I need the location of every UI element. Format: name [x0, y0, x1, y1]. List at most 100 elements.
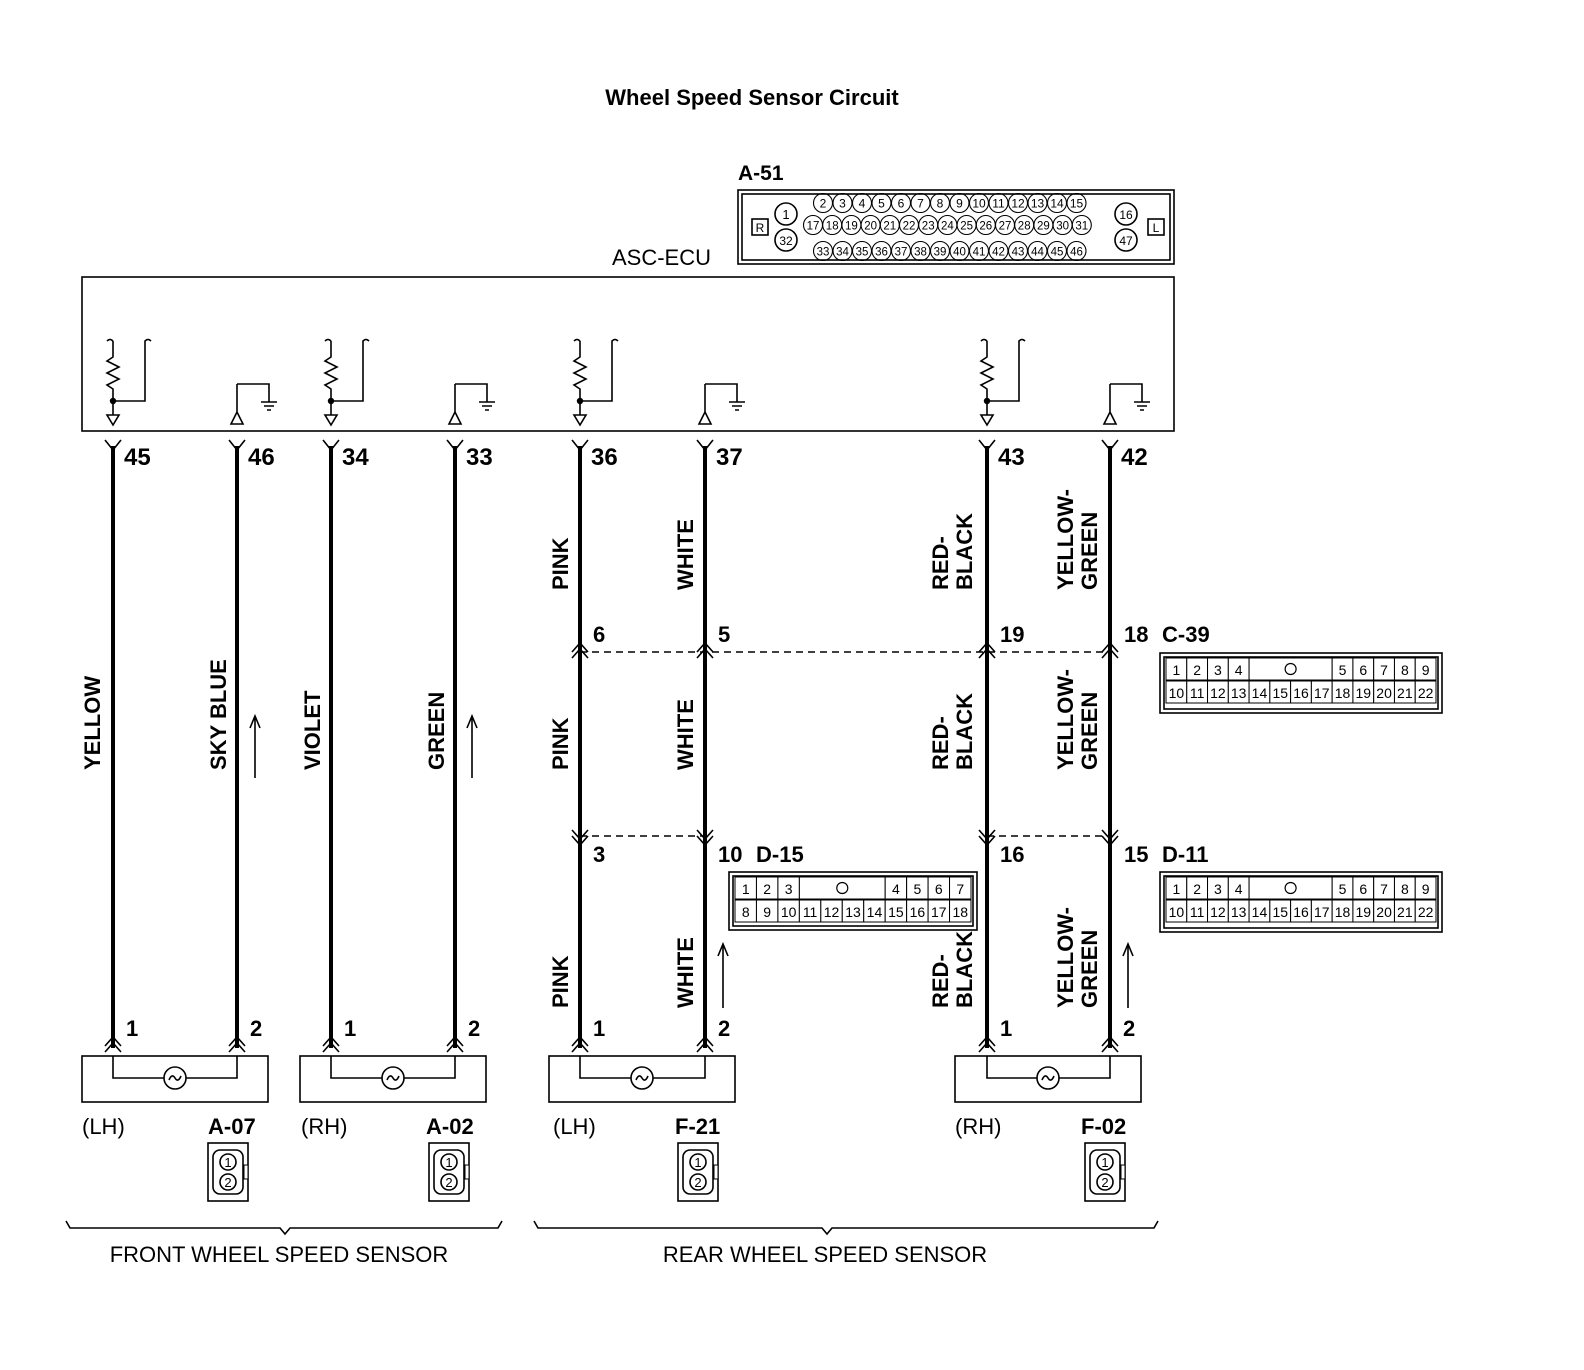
pin-label-43: 43 — [998, 444, 1025, 471]
pin-label-46: 46 — [248, 444, 275, 471]
a51-bottom-pin-number: 36 — [875, 247, 888, 259]
d15-cell-number: 16 — [910, 904, 926, 920]
label-pink-3: PINK — [548, 955, 573, 1008]
a51-bottom-pin-number: 35 — [856, 247, 869, 259]
label-red-3a: RED- — [928, 954, 953, 1008]
sensor-terminal-marks — [104, 1035, 1119, 1053]
c39-key-mark — [1284, 662, 1297, 676]
sensor-side-1: (LH) — [82, 1114, 125, 1139]
sensor-side-labels: (LH) (RH) (LH) (RH) — [82, 1114, 1001, 1139]
group-label-rear: REAR WHEEL SPEED SENSOR — [663, 1242, 987, 1267]
c39-cell-number: 15 — [1272, 685, 1288, 701]
d11-cell-number: 19 — [1356, 904, 1372, 920]
d15-pin-3: 3 — [593, 842, 605, 867]
c39-cell-number: 4 — [1235, 662, 1243, 678]
d15-cell-number: 14 — [867, 904, 883, 920]
diagram-title: Wheel Speed Sensor Circuit — [605, 85, 899, 110]
sensor-a02-pin1: 1 — [344, 1016, 356, 1041]
ecu-connector-id: A-51 — [738, 162, 784, 185]
ecu-name: ASC-ECU — [612, 245, 711, 270]
a51-mid-pin-number: 24 — [941, 221, 954, 233]
d11-cell-number: 18 — [1335, 904, 1351, 920]
a51-mid-pin-circle — [1071, 214, 1092, 236]
d11-cell-number: 12 — [1210, 904, 1226, 920]
ecu-ground-37 — [697, 383, 745, 425]
label-yellow: YELLOW — [80, 676, 105, 770]
ecu-ground-33 — [447, 383, 495, 425]
d15-cell-number: 10 — [781, 904, 797, 920]
label-green-1b: GREEN — [1077, 512, 1102, 590]
d11-cell-number: 7 — [1380, 881, 1388, 897]
label-black-2b: BLACK — [952, 693, 977, 770]
d15-id: D-15 — [756, 842, 804, 867]
face-a02-pin-1: 1 — [445, 1155, 452, 1170]
ecu-pin-1: 1 — [782, 207, 789, 222]
ecu-box — [81, 276, 1175, 432]
d15-cell-number: 4 — [892, 881, 900, 897]
label-violet: VIOLET — [300, 690, 325, 770]
a51-mid-pin-number: 28 — [1018, 221, 1031, 233]
c39-cell — [1414, 657, 1437, 681]
ecu-input-signal-43 — [979, 338, 1026, 427]
d15-cell-number: 11 — [803, 904, 818, 920]
wire-color-labels: YELLOW SKY BLUE VIOLET GREEN PINK PINK P… — [80, 489, 1102, 1008]
group-braces — [65, 1220, 1159, 1236]
a51-mid-pin-number: 17 — [807, 221, 820, 233]
face-f02-pin-1: 1 — [1101, 1155, 1108, 1170]
d11-pin-15: 15 — [1124, 842, 1148, 867]
arrow-42 — [1122, 941, 1134, 1008]
d11-cell-number: 20 — [1376, 904, 1392, 920]
sensor-f21-pin2: 2 — [718, 1016, 730, 1041]
junction-d15-d11: 3 10 16 15 — [571, 829, 1148, 867]
a51-bottom-pin-number: 45 — [1051, 247, 1064, 259]
label-white-2: WHITE — [673, 699, 698, 770]
d15-cell-number: 18 — [952, 904, 968, 920]
a51-top-pin-number: 11 — [992, 197, 1005, 211]
c39-cell-number: 20 — [1376, 685, 1392, 701]
d11-cell-number: 3 — [1214, 881, 1222, 897]
c39-cell-number: 13 — [1231, 685, 1247, 701]
label-black-3b: BLACK — [952, 931, 977, 1008]
a51-mid-pin-number: 29 — [1037, 221, 1050, 233]
sensor-front-lh — [81, 1055, 269, 1103]
sensor-conn-f02: F-02 — [1081, 1114, 1126, 1139]
d15-cell-number: 3 — [785, 881, 793, 897]
a51-mid-pin-number: 25 — [960, 221, 973, 233]
a51-mid-pin-number: 20 — [864, 221, 877, 233]
d11-cell-number: 13 — [1231, 904, 1247, 920]
label-white-1: WHITE — [673, 519, 698, 590]
sensor-conn-a02: A-02 — [426, 1114, 474, 1139]
d11-key-mark — [1284, 881, 1297, 895]
pin-label-36: 36 — [591, 444, 618, 471]
ecu-input-signal-45 — [105, 338, 152, 427]
two-pin-face-a07: 1 2 — [207, 1142, 249, 1202]
ecu-ground-42 — [1102, 383, 1150, 425]
a51-top-pin-number: 7 — [917, 197, 924, 211]
a51-bottom-pin-number: 42 — [992, 247, 1005, 259]
d15-cell-number: 2 — [763, 881, 771, 897]
c39-cell-number: 6 — [1359, 662, 1367, 678]
d11-cell-number: 14 — [1252, 904, 1268, 920]
sensor-f02-pin1: 1 — [1000, 1016, 1012, 1041]
d15-cell-number: 13 — [845, 904, 861, 920]
brace-rear — [533, 1220, 1159, 1236]
d11-cell-number: 5 — [1339, 881, 1347, 897]
c39-pin-19: 19 — [1000, 622, 1024, 647]
label-white-3: WHITE — [673, 937, 698, 1008]
a51-bottom-pin-number: 46 — [1070, 247, 1083, 259]
ecu-pin-32: 32 — [779, 234, 793, 248]
label-black-1b: BLACK — [952, 513, 977, 590]
sensor-conn-f21: F-21 — [675, 1114, 720, 1139]
sensor-side-3: (LH) — [553, 1114, 596, 1139]
a51-bottom-pin-number: 34 — [836, 247, 849, 259]
a51-bottom-pin-number: 33 — [817, 247, 830, 259]
c39-cell-number: 12 — [1210, 685, 1226, 701]
c39-cell-number: 17 — [1314, 685, 1330, 701]
d15-cell-number: 9 — [763, 904, 771, 920]
d15-cell — [949, 876, 972, 900]
c39-cell-number: 21 — [1397, 685, 1413, 701]
a51-bottom-pin-number: 41 — [973, 247, 986, 259]
